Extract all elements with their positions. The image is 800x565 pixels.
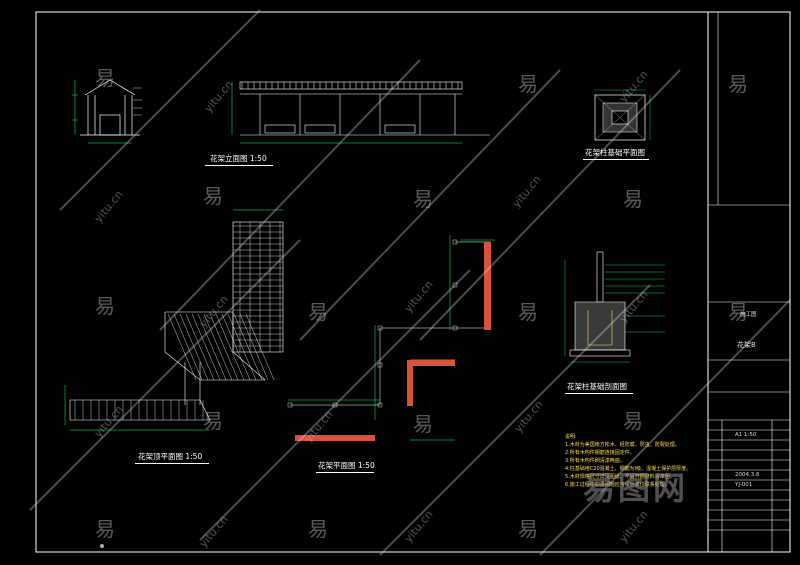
note-item: 2.所有木构件钢筋连接固定件。: [565, 450, 635, 456]
watermark-lines: [29, 9, 791, 556]
elevation-front-dims: [231, 82, 462, 144]
watermark-glyph: 易: [728, 300, 748, 324]
brand-watermark: 易图网: [583, 469, 689, 507]
watermark-glyph: 易: [308, 300, 328, 324]
note-item: 3.所有木构件刷清漆两遍。: [565, 458, 625, 464]
cad-line: [197, 313, 227, 381]
watermark-glyph: 易: [413, 187, 433, 211]
footing-section-title-underline: [565, 393, 633, 394]
cad-line: [215, 313, 245, 381]
watermark-glyph: 易: [728, 72, 748, 96]
elevation-side-dims: [72, 80, 132, 144]
cad-line: [167, 313, 197, 381]
elevation-side-view: [80, 79, 140, 136]
title-block-construction: 施工图: [740, 312, 757, 318]
title-block-scale: A1 1:50: [735, 432, 757, 438]
roof-plan-title-underline: [135, 463, 209, 464]
column-marker: [452, 282, 458, 288]
watermark-glyph: 易: [95, 294, 115, 318]
footing-section: [564, 251, 631, 363]
watermark-glyph: 易: [518, 517, 538, 541]
elevation-front-view: [239, 81, 490, 136]
cad-line: [221, 313, 251, 381]
footing-section-leaders: [605, 264, 665, 333]
note-item: 5.木材规格尺寸详见图纸、不另开据材料清单图。: [565, 474, 675, 480]
column-marker: [332, 402, 338, 408]
note-item: 4.柱基础用C20混凝土、钢筋为I级、混凝土保护层厚度。: [565, 466, 692, 472]
note-item: 6.施工过程中如遇问题应与设计单位联系处理。: [565, 482, 670, 488]
cad-line: [185, 313, 215, 381]
watermark-glyph: 易: [623, 409, 643, 433]
cad-line: [233, 313, 263, 381]
watermark-glyph: 易: [203, 184, 223, 208]
roof-plan-title: 花架顶平面图 1:50: [138, 452, 203, 461]
title-block-grid: [708, 12, 790, 552]
notes-heading: 说明:: [565, 434, 577, 440]
design-notes: 说明: 1.木材为美国南方松木、经防腐、防虫、防裂处理。 2.所有木构件钢筋连接…: [565, 433, 691, 489]
watermark-glyph: 易: [203, 409, 223, 433]
elevation-front-rafters: [241, 82, 459, 89]
cad-line: [209, 313, 239, 381]
cad-line: [203, 313, 233, 381]
roof-plan-slats: [74, 222, 283, 420]
plan-title: 花架平面图 1:50: [318, 461, 375, 470]
column-marker: [377, 362, 383, 368]
elevation-title: 花架立面图 1:50: [210, 154, 267, 163]
plan-view-columns: [287, 239, 458, 408]
cad-line: [239, 313, 269, 381]
plan-view-dims: [288, 235, 495, 441]
watermark-glyph: 易: [623, 187, 643, 211]
footing-plan: [594, 89, 651, 141]
title-block-date: 2004.3.6: [735, 472, 760, 478]
watermark-glyph: 易: [413, 412, 433, 436]
column-marker: [452, 239, 458, 245]
title-block-sheet-no: YJ-001: [735, 482, 753, 488]
cad-line: [245, 313, 275, 381]
cad-line: [227, 313, 257, 381]
roof-plan-dims: [64, 209, 283, 431]
origin-marker: [100, 544, 104, 548]
column-marker: [377, 325, 383, 331]
cad-line: [191, 313, 221, 381]
elevation-title-underline: [205, 165, 273, 166]
note-item: 1.木材为美国南方松木、经防腐、防虫、防裂处理。: [565, 442, 680, 448]
column-marker: [287, 402, 293, 408]
watermark-glyph: 易: [518, 72, 538, 96]
watermark-glyph: 易: [95, 66, 115, 90]
column-marker: [377, 402, 383, 408]
plan-view-benches: [295, 242, 491, 441]
footing-plan-title: 花架柱基础平面图: [585, 148, 645, 157]
cad-line: [179, 313, 209, 381]
footing-plan-title-underline: [583, 159, 649, 160]
watermark-glyph: 易: [95, 517, 115, 541]
watermark-glyph: 易: [308, 517, 328, 541]
drawing-frame: [35, 11, 791, 553]
plan-title-underline: [316, 472, 374, 473]
elevation-side-leaders: [133, 87, 142, 116]
title-block-drawing-name: 花架B: [737, 341, 756, 349]
cad-line: [173, 313, 203, 381]
column-marker: [452, 325, 458, 331]
watermark-glyph: 易: [518, 300, 538, 324]
roof-plan: [69, 221, 284, 421]
footing-section-title: 花架柱基础剖面图: [567, 382, 627, 391]
